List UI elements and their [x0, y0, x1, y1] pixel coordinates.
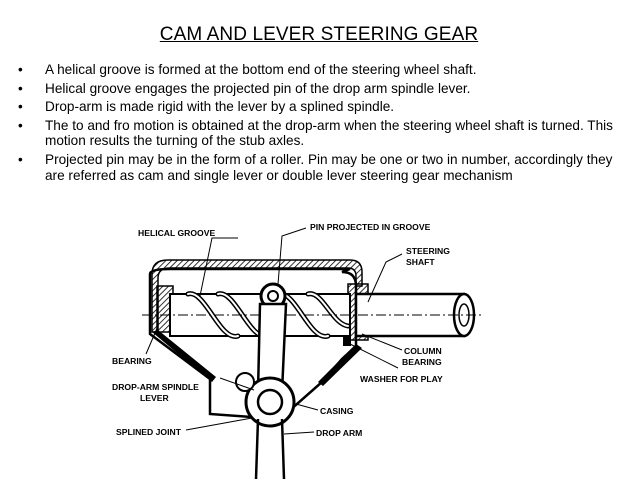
label-pin-projected: PIN PROJECTED IN GROOVE — [310, 222, 431, 232]
bullet-list: • A helical groove is formed at the botto… — [18, 62, 618, 186]
bullet-item: • Helical groove engages the projected pi… — [18, 81, 618, 97]
label-splined-joint: SPLINED JOINT — [116, 427, 182, 437]
bullet-text: A helical groove is formed at the bottom… — [45, 62, 477, 77]
washer — [343, 332, 351, 346]
casing-lower-wall — [152, 330, 216, 382]
bullet-item: • A helical groove is formed at the botto… — [18, 62, 618, 78]
bullet-text: The to and fro motion is obtained at the… — [45, 117, 613, 149]
leader-lines — [145, 227, 403, 435]
bullet-text: Helical groove engages the projected pin… — [45, 80, 471, 96]
spindle-boss-left — [235, 372, 255, 392]
label-helical-groove: HELICAL GROOVE — [138, 228, 215, 238]
projected-pin-center — [267, 290, 279, 302]
bullet-item: • Drop-arm is made rigid with the lever b… — [18, 99, 618, 115]
label-washer: WASHER FOR PLAY — [360, 374, 443, 384]
bullet-dot: • — [18, 99, 23, 115]
casing-right-lower-wall — [318, 344, 362, 386]
label-steering: STEERING — [406, 246, 450, 256]
drop-arm — [254, 418, 286, 479]
steering-gear-drawing: HELICAL GROOVE PIN PROJECTED IN GROOVE S… — [112, 222, 482, 479]
label-column: COLUMN — [404, 346, 442, 356]
label-lever: LEVER — [140, 393, 169, 403]
label-bearing: BEARING — [112, 356, 152, 366]
bullet-item: • The to and fro motion is obtained at th… — [18, 118, 618, 149]
splined-spindle — [256, 388, 284, 416]
casing-hatched-wall — [151, 259, 363, 333]
bullet-item: • Projected pin may be in the form of a r… — [18, 152, 618, 183]
steering-gear-diagram: HELICAL GROOVE PIN PROJECTED IN GROOVE S… — [110, 214, 490, 479]
label-shaft: SHAFT — [406, 257, 435, 267]
bullet-text: Projected pin may be in the form of a ro… — [45, 151, 613, 183]
label-drop-arm: DROP ARM — [316, 428, 362, 438]
bullet-dot: • — [18, 151, 23, 167]
bullet-dot: • — [18, 117, 23, 133]
bullet-text: Drop-arm is made rigid with the lever by… — [45, 99, 395, 115]
helical-groove-inner — [187, 292, 349, 338]
label-column-bearing: BEARING — [402, 357, 442, 367]
label-drop-arm-spindle: DROP-ARM SPINDLE — [112, 382, 199, 392]
bullet-dot: • — [18, 62, 23, 77]
slide-title: CAM AND LEVER STEERING GEAR — [159, 24, 479, 45]
bullet-dot: • — [18, 80, 23, 96]
label-casing: CASING — [320, 406, 354, 416]
